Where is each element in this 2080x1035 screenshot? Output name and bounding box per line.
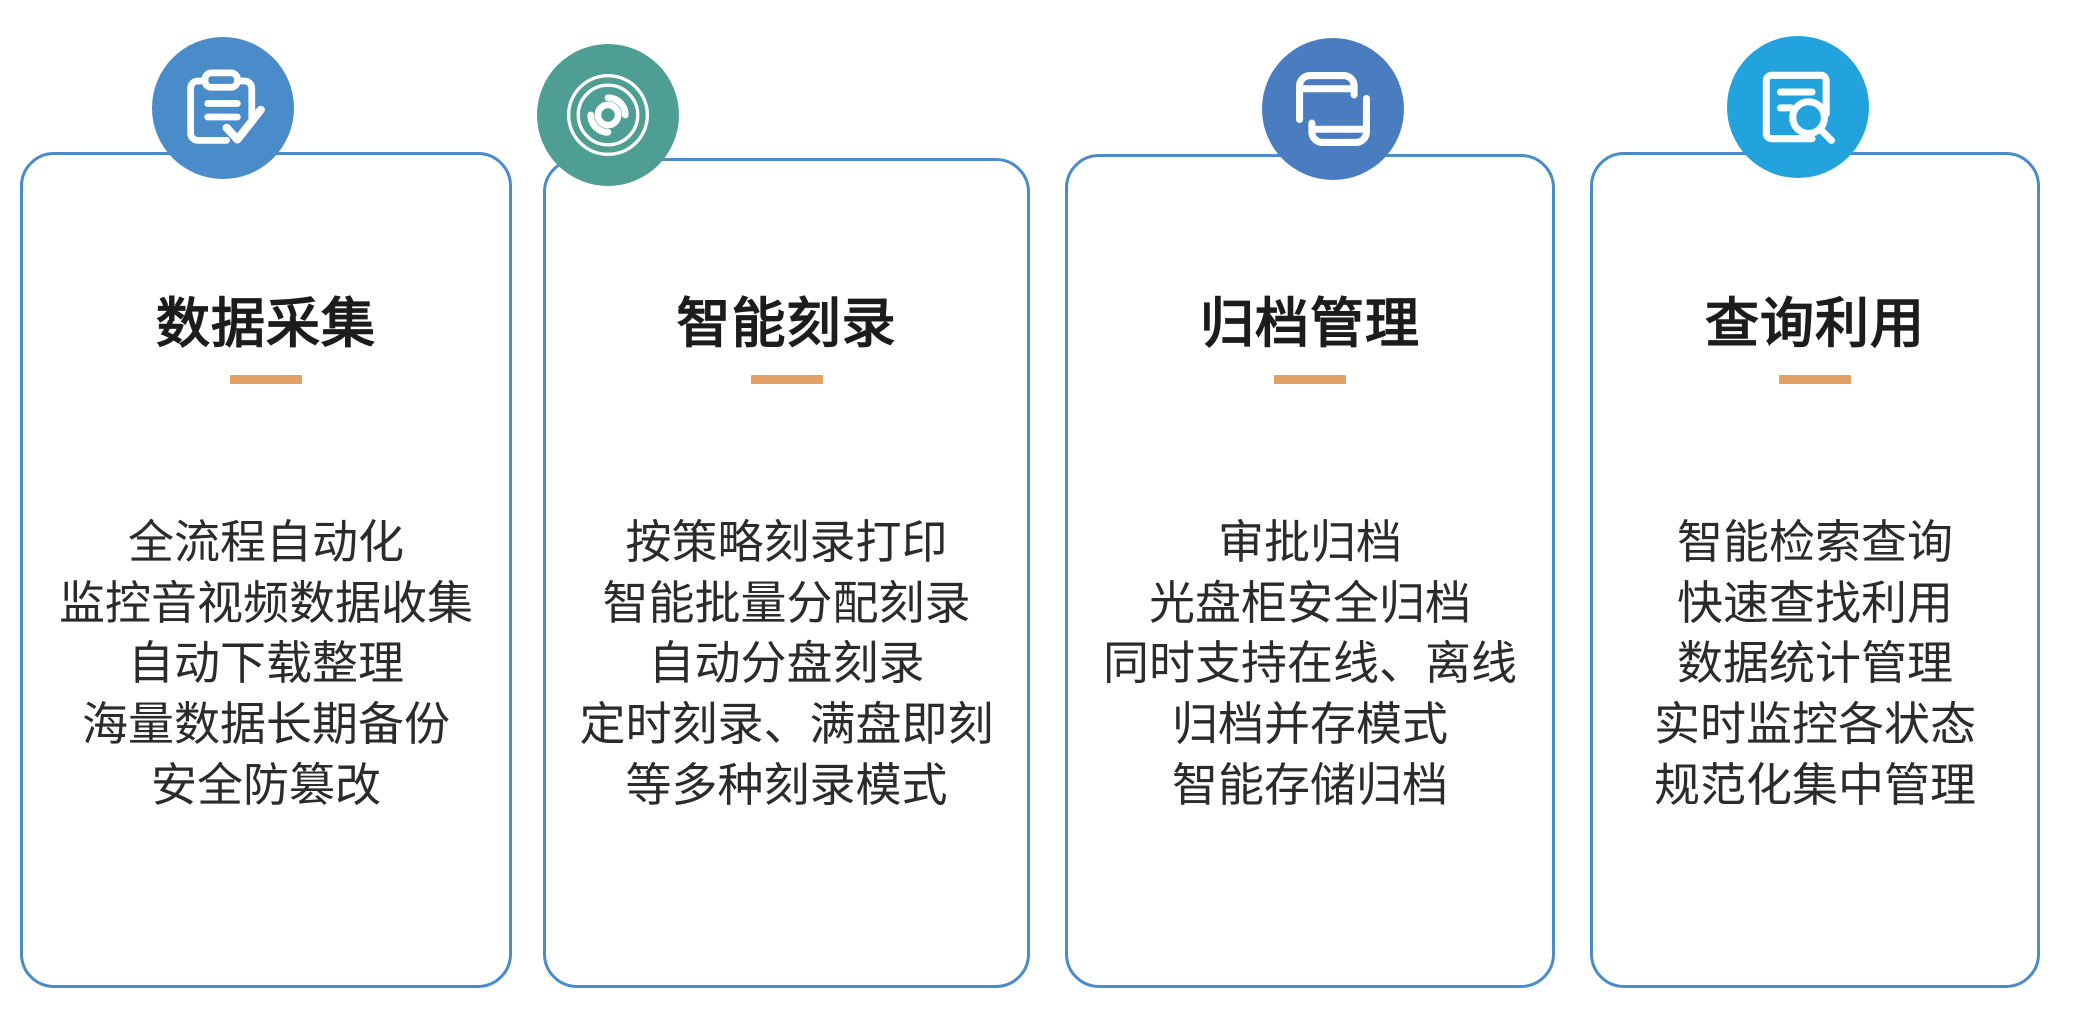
feature-card-smart-burning[interactable] [543,158,1030,988]
card-title: 数据采集 [156,294,376,354]
body-line: 自动分盘刻录 [648,637,925,690]
card-title-wrap-3: 归档管理 [1065,296,1555,384]
clipboard-check-icon-badge [152,37,294,179]
body-line: 定时刻录、满盘即刻 [579,698,994,751]
title-underline [1274,374,1346,384]
archive-copy-icon-badge [1262,38,1404,180]
body-line: 监控音视频数据收集 [59,576,473,629]
body-line: 全流程自动化 [128,516,404,568]
body-line: 按策略刻录打印 [625,516,948,568]
title-underline [750,374,823,384]
card-title-wrap-1: 数据采集 [20,296,512,384]
card-title: 智能刻录 [676,294,897,354]
body-line: 海量数据长期备份 [82,698,450,751]
body-line: 等多种刻录模式 [625,758,948,811]
title-underline [1779,374,1851,384]
body-line: 智能批量分配刻录 [602,576,971,629]
body-line: 智能存储归档 [1172,758,1448,811]
card-body-4: 智能检索查询 快速查找利用 数据统计管理 实时监控各状态 规范化集中管理 [1590,512,2040,816]
body-line: 数据统计管理 [1677,637,1953,690]
card-title-wrap-2: 智能刻录 [543,296,1030,384]
body-line: 规范化集中管理 [1654,758,1976,811]
title-underline [230,374,302,384]
body-line: 实时监控各状态 [1654,698,1976,751]
body-line: 审批归档 [1218,516,1402,568]
card-body-1: 全流程自动化 监控音视频数据收集 自动下载整理 海量数据长期备份 安全防篡改 [20,512,512,816]
card-body-2: 按策略刻录打印 智能批量分配刻录 自动分盘刻录 定时刻录、满盘即刻 等多种刻录模… [543,512,1030,816]
body-line: 同时支持在线、离线 [1103,637,1517,690]
card-title-wrap-4: 查询利用 [1590,296,2040,384]
body-line: 安全防篡改 [151,758,381,811]
archive-copy-icon [1289,65,1377,153]
body-line: 自动下载整理 [128,637,404,690]
body-line: 快速查找利用 [1677,576,1953,629]
body-line: 智能检索查询 [1677,516,1953,568]
optical-disc-icon [560,67,656,163]
document-search-icon-badge [1727,36,1869,178]
card-body-3: 审批归档 光盘柜安全归档 同时支持在线、离线 归档并存模式 智能存储归档 [1065,512,1555,816]
card-title: 查询利用 [1705,294,1925,354]
card-title: 归档管理 [1200,294,1420,354]
optical-disc-icon-badge [537,44,679,186]
body-line: 光盘柜安全归档 [1149,576,1471,629]
document-search-icon [1754,63,1842,151]
body-line: 归档并存模式 [1172,698,1448,751]
clipboard-check-icon [178,63,268,153]
